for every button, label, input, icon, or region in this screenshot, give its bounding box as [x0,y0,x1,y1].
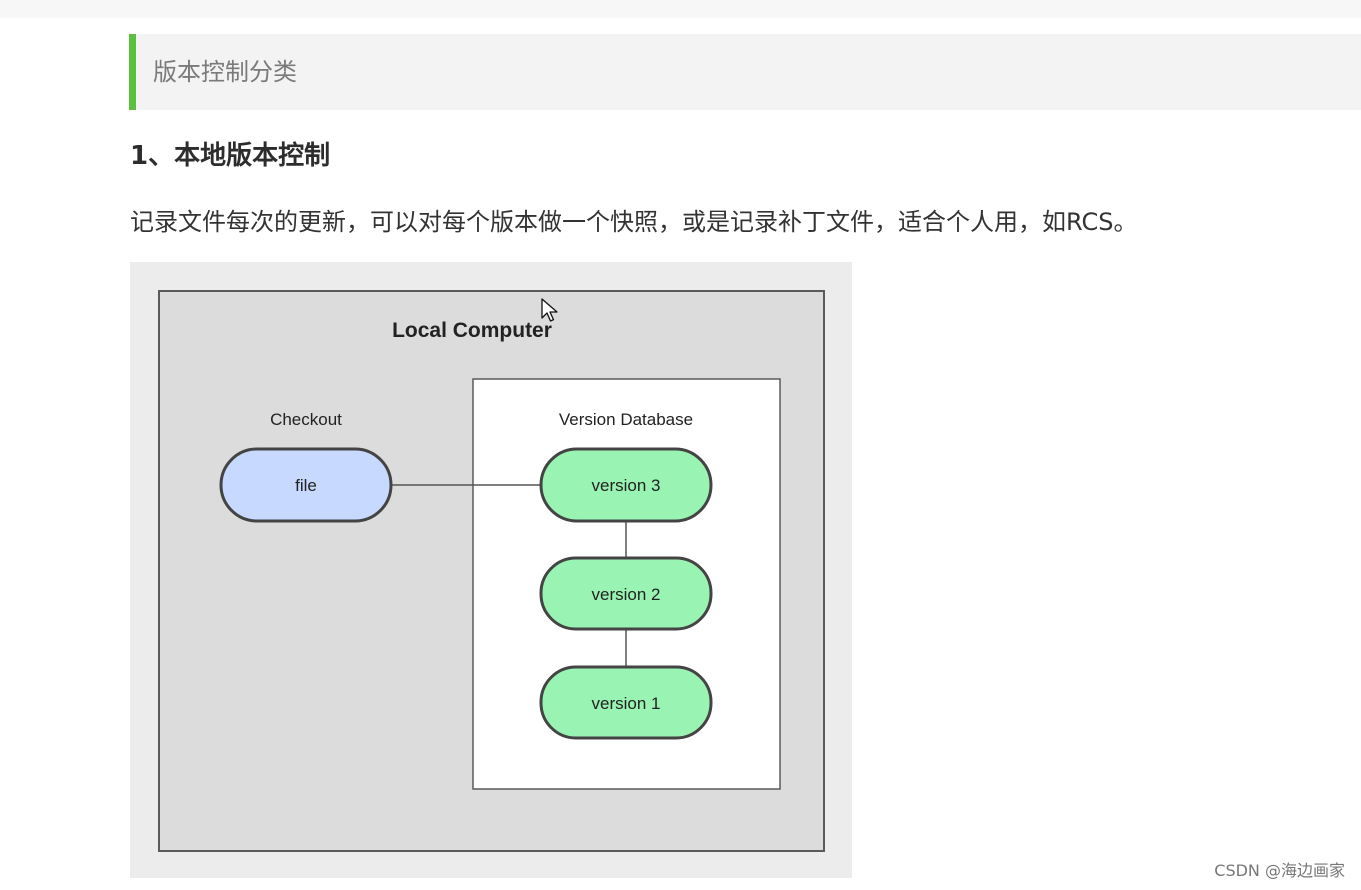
version-3-node [539,447,713,523]
section-heading: 1、本地版本控制 [130,141,331,171]
version-1-label: version 1 [592,694,661,713]
version-2-label: version 2 [592,585,661,604]
file-node [219,447,393,523]
mouse-cursor-icon [541,298,558,322]
file-node-label: file [295,476,317,495]
local-vcs-diagram: Local Computer Version Database Checkout… [130,262,852,878]
version-2-node [539,556,713,631]
description-paragraph: 记录文件每次的更新，可以对每个版本做一个快照，或是记录补丁文件，适合个人用，如R… [130,208,1138,236]
version-3-label: version 3 [592,476,661,495]
version-database-label: Version Database [559,410,693,429]
top-bar [0,0,1361,18]
checkout-label: Checkout [270,410,342,429]
section-quote-text: 版本控制分类 [153,58,297,86]
section-quote: 版本控制分类 [129,34,1361,110]
watermark-text: CSDN @海边画家 [1214,861,1345,880]
version-1-node [539,665,713,740]
local-computer-title: Local Computer [392,319,552,342]
